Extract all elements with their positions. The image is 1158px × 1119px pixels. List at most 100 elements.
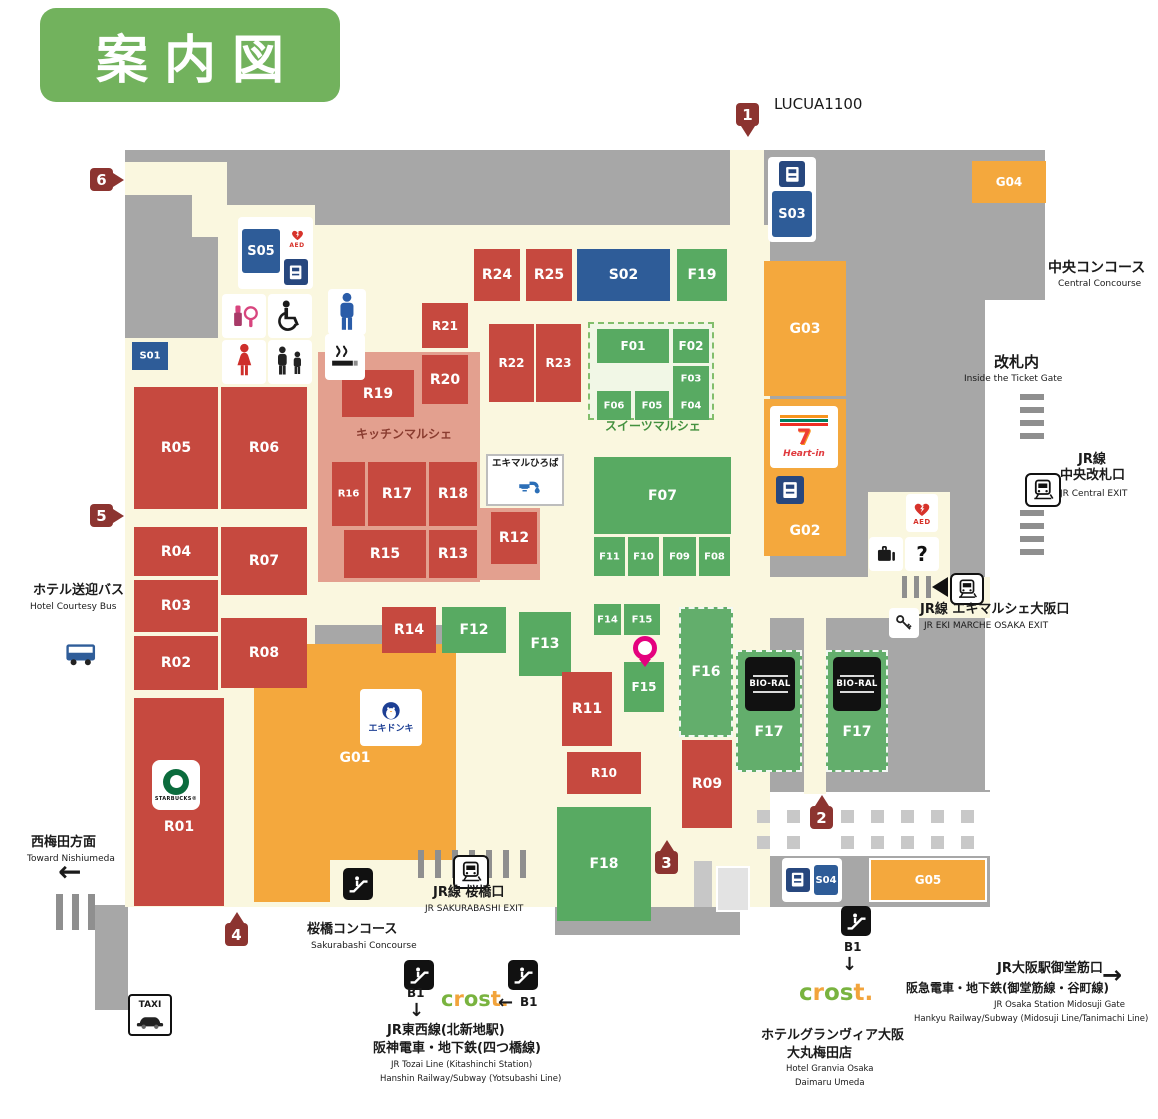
crost-logo: crost.: [441, 987, 509, 1011]
label: R18: [437, 486, 469, 502]
block-R21: R21: [422, 303, 468, 348]
map-label: Daimaru Umeda: [795, 1078, 865, 1088]
bus-icon: [62, 635, 100, 671]
label: S02: [608, 267, 639, 283]
label: R15: [369, 546, 401, 562]
block-R22: R22: [489, 324, 534, 402]
block-R05: R05: [134, 387, 218, 509]
question-icon: ?: [905, 537, 939, 571]
block-R18: R18: [429, 462, 477, 526]
label: S01: [139, 350, 161, 362]
deco-bar: [840, 675, 874, 677]
gate-bar: [72, 894, 79, 930]
gate-bar: [1020, 549, 1044, 555]
block-R07: R07: [221, 527, 307, 595]
block-area: [254, 860, 330, 902]
aed-icon: AED: [906, 494, 938, 532]
block-R02: R02: [134, 636, 218, 690]
map-label: 改札内: [994, 353, 1040, 371]
block-R20: R20: [422, 355, 468, 404]
block-R15: R15: [344, 530, 426, 578]
block-R23: R23: [536, 324, 581, 402]
label: 5: [96, 506, 107, 525]
pillar: [901, 836, 914, 849]
map-label: JR東西線(北新地駅): [387, 1023, 505, 1038]
label: R09: [691, 776, 723, 792]
block-R17: R17: [368, 462, 426, 526]
map-label: エキマルひろば: [492, 458, 559, 469]
block-F19: F19: [677, 249, 727, 301]
label: 6: [96, 170, 107, 189]
crost-letter: o: [463, 987, 479, 1011]
label: F18: [589, 856, 619, 872]
pillar: [787, 810, 800, 823]
gate-bar: [1020, 433, 1044, 439]
label: R24: [481, 267, 513, 283]
block-F15: F15: [624, 604, 660, 635]
gate-bar: [1020, 523, 1044, 529]
label: R13: [437, 546, 469, 562]
label: R19: [362, 385, 394, 402]
crost-letter: s: [478, 987, 491, 1011]
block-R08: R08: [221, 618, 307, 688]
map-label: B1: [407, 986, 425, 1000]
gate-bar: [56, 894, 63, 930]
crost-letter: c: [799, 980, 813, 1006]
entrance-marker-6: 6: [90, 168, 124, 191]
block-R14: R14: [382, 607, 436, 653]
map-label: B1: [520, 995, 538, 1009]
map-label: 西梅田方面: [31, 835, 97, 850]
block-R10: R10: [567, 752, 641, 794]
escalator-icon: [343, 868, 373, 900]
arrowL-icon: [932, 577, 950, 599]
label: F12: [459, 622, 489, 638]
pillar: [871, 836, 884, 849]
pillar: [841, 810, 854, 823]
starbucks-icon: STARBUCKS®: [152, 760, 200, 810]
grayrect2-icon: [716, 866, 750, 912]
block-F02: F02: [673, 329, 709, 363]
label: 1: [742, 105, 753, 124]
crost-letter: r: [453, 987, 464, 1011]
label: F14: [597, 614, 618, 625]
crost-letter: o: [823, 980, 840, 1006]
label: R02: [160, 655, 192, 671]
map-label: Hotel Granvia Osaka: [786, 1064, 874, 1074]
train-icon: [950, 573, 984, 605]
ekidonki-icon: エキドンキ: [360, 689, 422, 746]
atm-icon: [776, 476, 804, 504]
map-floor: [95, 905, 128, 1010]
pillar: [841, 836, 854, 849]
label: AED: [913, 518, 931, 526]
pillar: [961, 810, 974, 823]
label: G03: [789, 320, 821, 337]
label: R05: [160, 440, 192, 456]
map-label: 中央改札口: [1060, 468, 1126, 483]
crost-letter: .: [864, 980, 874, 1006]
walkway: [804, 618, 826, 794]
block-R11: R11: [562, 672, 612, 746]
block-F06: F06: [597, 391, 631, 420]
block-F10: F10: [628, 537, 659, 576]
gate-bar: [902, 576, 907, 598]
map-label: JR EKI MARCHE OSAKA EXIT: [924, 621, 1049, 631]
deco-bar: [752, 675, 788, 677]
map-label: JR Osaka Station Midosuji Gate: [994, 1000, 1125, 1010]
entrance-marker-2: 2: [810, 795, 833, 829]
label: F03: [680, 373, 702, 384]
bioral-icon: BIO-RAL: [833, 657, 881, 711]
pillar: [901, 810, 914, 823]
atm-label-icon: S03: [768, 157, 816, 242]
map-label: 阪神電車・地下鉄(四つ橋線): [373, 1041, 541, 1056]
map-label: JR Central EXIT: [1060, 489, 1128, 499]
atm-icon: [284, 259, 308, 285]
label: BIO-RAL: [749, 679, 791, 689]
shop-badge: S03: [772, 191, 812, 237]
label: BIO-RAL: [836, 679, 878, 689]
label: R11: [571, 701, 603, 717]
map-label: JR線 桜橋口: [433, 885, 505, 900]
map-label: JR大阪駅御堂筋口: [997, 961, 1103, 976]
pin-ring: [633, 636, 657, 660]
block-S01: S01: [132, 342, 168, 370]
